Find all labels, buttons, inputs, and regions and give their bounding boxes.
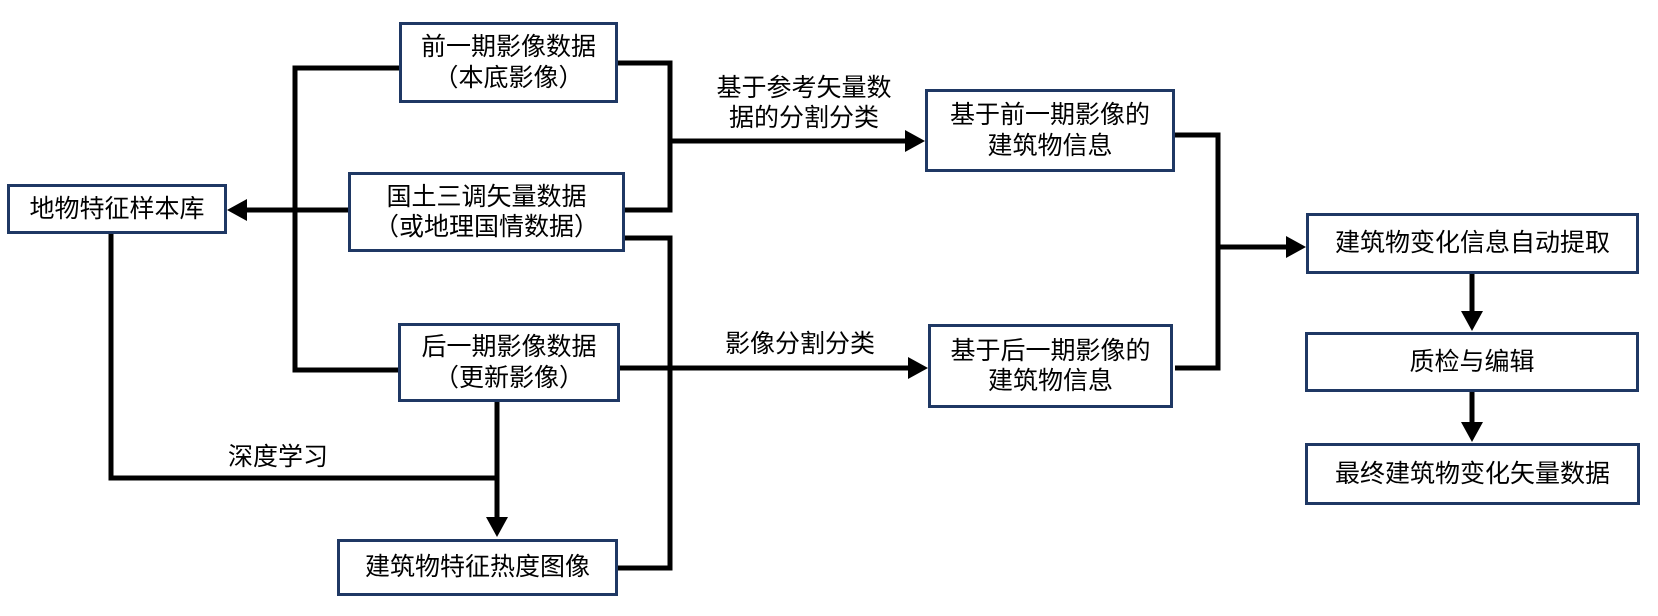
node-prev-image-data: 前一期影像数据 （本底影像） (399, 22, 618, 103)
node-label: 后一期影像数据 (421, 333, 597, 361)
connector-prev-merge (618, 60, 673, 213)
edge-label-line: 基于参考矢量数 (716, 74, 892, 102)
node-label: 建筑物特征热度图像 (364, 553, 590, 582)
node-final-change-vector-data: 最终建筑物变化矢量数据 (1305, 443, 1640, 505)
arrow-seg-ref-head (905, 130, 925, 152)
arrow-to-heatmap-head (486, 517, 508, 537)
edge-label-line: 影像分割分类 (724, 330, 875, 358)
arrow-qc-to-final-head (1461, 422, 1483, 442)
edge-label-image-segmentation-classification: 影像分割分类 (675, 329, 925, 359)
node-label: 质检与编辑 (1409, 347, 1535, 376)
edge-label-deep-learning: 深度学习 (178, 442, 378, 472)
arrow-to-extract-head (1286, 236, 1306, 258)
node-label: 建筑物信息 (987, 367, 1113, 395)
connector-next-merge (618, 235, 673, 571)
connector-buildings-merge (1175, 132, 1221, 371)
node-change-info-auto-extraction: 建筑物变化信息自动提取 (1306, 213, 1639, 274)
node-next-image-data: 后一期影像数据 （更新影像） (398, 323, 620, 402)
node-next-image-building-info: 基于后一期影像的 建筑物信息 (928, 324, 1173, 408)
node-label: 前一期影像数据 (420, 33, 596, 61)
node-label: 最终建筑物变化矢量数据 (1334, 459, 1610, 488)
node-prev-image-building-info: 基于前一期影像的 建筑物信息 (925, 89, 1175, 172)
node-label: （更新影像） (433, 363, 584, 392)
edge-label-segmentation-by-reference-vectors: 基于参考矢量数 据的分割分类 (679, 73, 929, 133)
connector-left-trunk (292, 65, 399, 373)
edge-label-line: 据的分割分类 (728, 104, 879, 132)
node-label: 建筑物变化信息自动提取 (1334, 229, 1610, 258)
node-label: 基于前一期影像的 (949, 101, 1150, 129)
node-quality-check-edit: 质检与编辑 (1305, 332, 1639, 392)
node-feature-sample-library: 地物特征样本库 (7, 184, 227, 234)
arrow-seg-img-head (908, 357, 928, 379)
node-building-feature-heatmap: 建筑物特征热度图像 (337, 539, 618, 596)
node-land-survey-vector-data: 国土三调矢量数据 （或地理国情数据） (348, 172, 625, 252)
node-label: 地物特征样本库 (29, 194, 205, 223)
arrow-to-sample-lib-head (227, 199, 247, 221)
edge-label-line: 深度学习 (227, 443, 328, 471)
node-label: 建筑物信息 (987, 131, 1113, 160)
arrow-extract-to-qc-head (1461, 311, 1483, 331)
node-label: 国土三调矢量数据 (386, 182, 587, 211)
connector-deep-learning (108, 234, 497, 481)
node-label: （或地理国情数据） (373, 213, 599, 241)
node-label: （本底影像） (433, 63, 584, 92)
node-label: 基于后一期影像的 (950, 336, 1151, 365)
